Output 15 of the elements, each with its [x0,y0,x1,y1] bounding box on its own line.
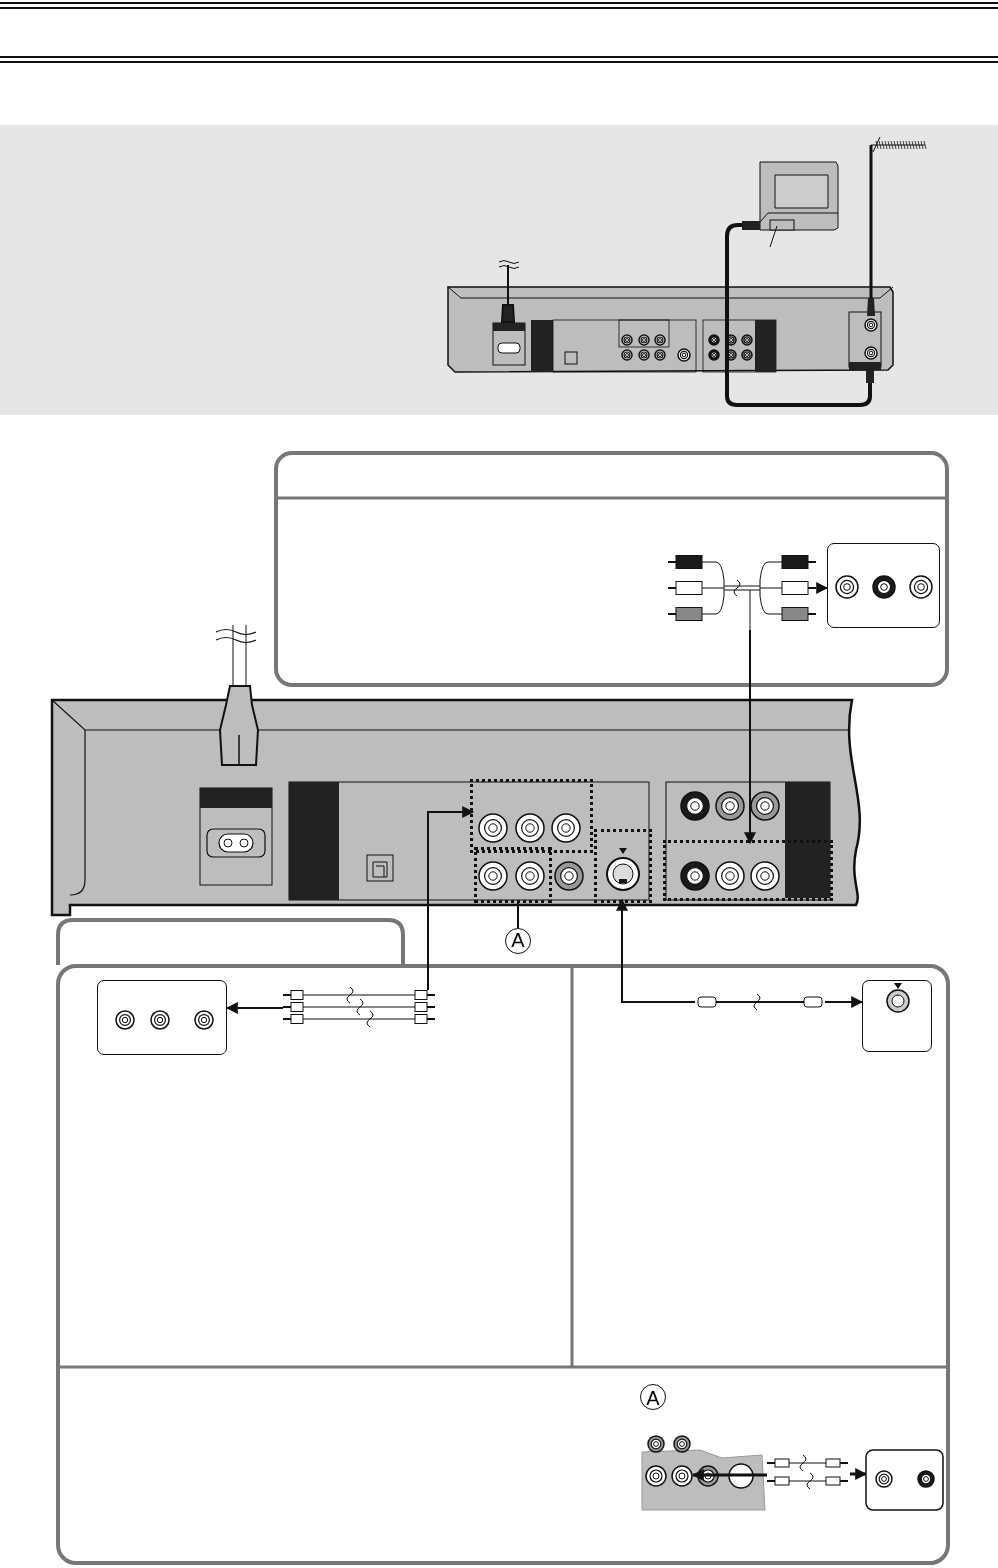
arrow [616,898,696,1003]
jack-group-outline [597,832,649,900]
arrow [427,806,475,991]
jack-group-outline [473,782,590,850]
tv-jack-panel [862,980,932,1052]
tv-jack-panel [827,543,940,628]
callout-letter: A [505,928,531,954]
jack-group-outline [477,850,549,900]
arrow [824,996,864,1008]
s-video-cable-drawing [695,992,825,1012]
jack-group-outline [666,843,830,898]
arrow [225,1002,284,1014]
arrow [744,629,756,845]
arrow [816,582,829,594]
tv-jack-panel [97,980,227,1055]
